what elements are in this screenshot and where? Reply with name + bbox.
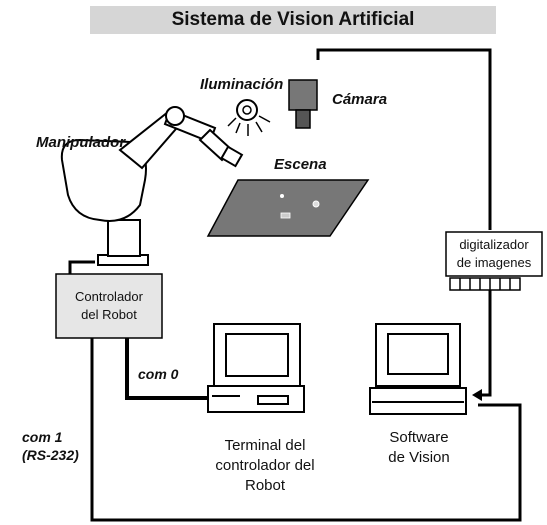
- terminal-label: Terminal del controlador del Robot: [190, 436, 340, 496]
- label-com1: com 1 (RS-232): [22, 428, 79, 464]
- vision-computer-icon: [369, 323, 467, 415]
- lamp-icon: [227, 99, 271, 136]
- label-manipulator: Manipulador: [36, 134, 126, 151]
- digitizer-device: [445, 231, 543, 291]
- controller-label: Controlador del Robot: [56, 288, 162, 324]
- robot-arm-icon: [60, 106, 244, 266]
- digitizer-to-software-cable: [478, 290, 492, 397]
- manipulator-cable: [68, 260, 95, 275]
- terminal-computer-icon: [207, 323, 305, 413]
- com1-cable: [90, 338, 522, 522]
- label-illumination: Iluminación: [200, 76, 284, 93]
- camera-icon: [288, 79, 318, 129]
- digitizer-label-line2: de imagenes: [456, 255, 532, 270]
- arrow-head-icon: [472, 389, 482, 401]
- software-label-line2: de Vision: [388, 449, 450, 466]
- software-label: Software de Vision: [364, 428, 474, 468]
- scene-plate-icon: [206, 179, 370, 237]
- label-scene: Escena: [274, 156, 327, 173]
- controller-label-line1: Controlador: [75, 289, 143, 304]
- digitizer-label-line1: digitalizador: [459, 237, 529, 252]
- software-label-line1: Software: [389, 429, 449, 446]
- terminal-label-line1: Terminal del: [224, 437, 306, 454]
- digitizer-label: digitalizador de imagenes: [446, 236, 542, 272]
- controller-box: [55, 273, 163, 339]
- label-com1-line1: com 1: [22, 429, 63, 445]
- label-com0: com 0: [138, 366, 179, 382]
- terminal-label-line3: Robot: [244, 477, 286, 494]
- camera-cable: [316, 48, 492, 230]
- diagram-title: Sistema de Vision Artificial: [90, 6, 496, 34]
- controller-label-line2: del Robot: [81, 307, 137, 322]
- label-camera: Cámara: [332, 91, 388, 108]
- terminal-label-line2: controlador del: [215, 457, 315, 474]
- label-com1-line2: (RS-232): [22, 447, 79, 463]
- com0-cable: [125, 338, 210, 400]
